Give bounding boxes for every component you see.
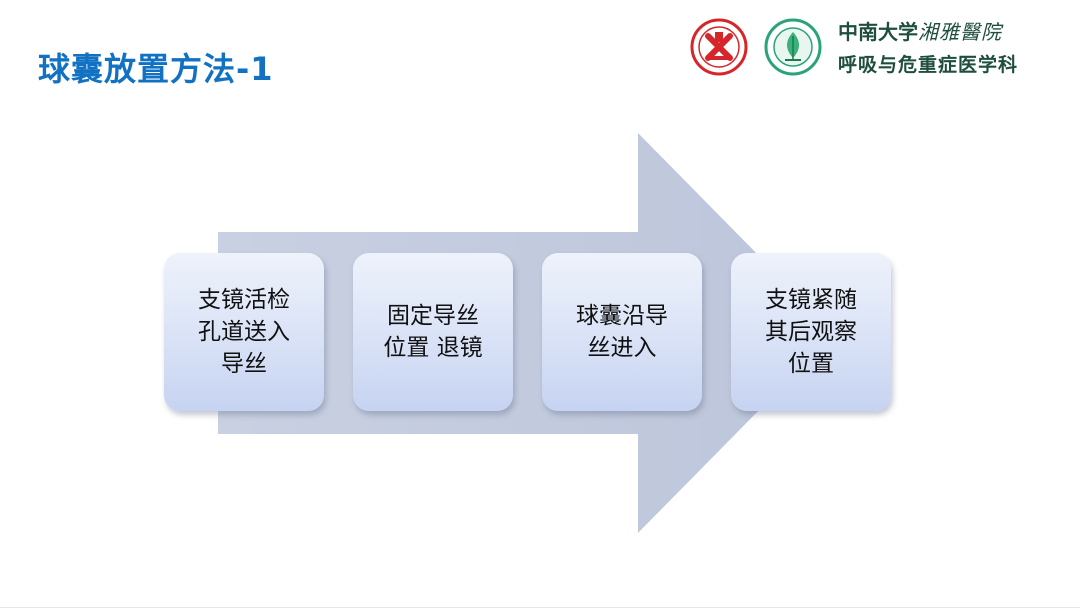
organization-script-name: 湘雅醫院 (918, 20, 1002, 44)
step-label-3: 球囊沿导 丝进入 (576, 303, 668, 361)
step-box-2: 固定导丝 位置 退镜 (353, 253, 513, 411)
organization-name: 中南大学湘雅醫院 (838, 16, 1002, 45)
department-name: 呼吸与危重症医学科 (838, 54, 1019, 76)
step-label-2: 固定导丝 位置 退镜 (383, 303, 483, 361)
step-box-1: 支镜活检 孔道送入 导丝 (164, 253, 324, 411)
hospital-crest-icon (690, 18, 748, 76)
organization-name-text: 中南大学 (838, 20, 918, 44)
department-emblem-icon (764, 18, 822, 76)
step-box-3: 球囊沿导 丝进入 (542, 253, 702, 411)
step-label-1: 支镜活检 孔道送入 导丝 (198, 287, 290, 377)
step-label-4: 支镜紧随 其后观察 位置 (765, 287, 857, 377)
slide-title: 球囊放置方法-1 (38, 50, 274, 88)
step-box-4: 支镜紧随 其后观察 位置 (731, 253, 891, 411)
